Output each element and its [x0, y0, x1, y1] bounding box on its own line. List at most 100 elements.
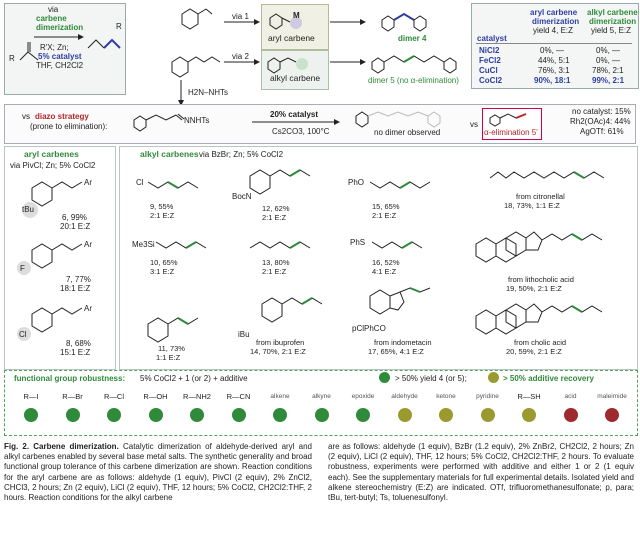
functional-group-9: aldehyde — [386, 388, 424, 422]
compound-substituent: iBu — [238, 330, 250, 339]
caption-left: Fig. 2. Carbene dimerization. Catalytic … — [4, 442, 312, 503]
elim-result-2: Rh2(OAc)4: 44% — [570, 117, 631, 126]
status-dot — [148, 408, 163, 422]
aryl-panel — [4, 146, 116, 370]
functional-group-label: R—SH — [517, 392, 541, 401]
compound-label: 12, 62% — [262, 204, 290, 213]
diazo-strategy-label: diazo strategy — [35, 112, 89, 121]
aryl-item-ez: 18:1 E:Z — [60, 284, 91, 293]
catalyst-table — [471, 3, 639, 89]
carbene-text: carbene — [36, 14, 67, 23]
functional-group-label: aldehyde — [391, 393, 418, 400]
dimer-product — [87, 38, 121, 49]
dimer5-structure — [371, 55, 457, 74]
status-dot — [480, 408, 495, 422]
table-col-alkyl-3: yield 5, E:Z — [591, 26, 632, 35]
compound-substituent: Cl — [136, 178, 144, 187]
hydrazine-label: H2N–NHTs — [188, 88, 229, 97]
functional-group-label: ketone — [436, 393, 456, 400]
diazo-conditions: Cs2CO3, 100°C — [272, 127, 330, 136]
robustness-box — [4, 370, 638, 436]
aryl-item-structure — [17, 243, 83, 275]
functional-group-label: acid — [564, 393, 577, 400]
compound-ez: 4:1 E:Z — [372, 267, 397, 276]
compound-label: 9, 55% — [150, 202, 174, 211]
functional-group-label: R—CN — [226, 392, 251, 401]
diazo-sub: (prone to elimination): — [30, 122, 108, 131]
compound-label: 10, 65% — [150, 258, 178, 267]
aryl-item-yield: 8, 68% — [66, 339, 91, 348]
aryl-item-structure — [22, 181, 83, 218]
carbene-arrows — [330, 19, 366, 65]
vs2-label: vs — [470, 120, 478, 129]
no-dimer-label: no dimer observed — [374, 128, 441, 137]
caption-right: are as follows: aldehyde (1 equiv), BzBr… — [328, 442, 634, 503]
functional-group-10: ketone — [427, 388, 465, 422]
compound-substituent: PhS — [350, 238, 366, 247]
table-row-alkyl: 0%, — — [596, 56, 621, 65]
functional-group-7: alkyne — [303, 388, 341, 422]
status-dot — [439, 408, 453, 422]
benzaldehyde — [181, 8, 213, 30]
aryl-item-structure — [17, 307, 83, 341]
functional-group-11: pyridine — [469, 388, 507, 422]
steroid-structure — [475, 231, 603, 263]
legend-green-dot — [379, 372, 390, 383]
compound-structure — [147, 317, 199, 343]
caption-right-text: are as follows: aldehyde (1 equiv), BzBr… — [328, 442, 634, 503]
functional-group-label: maleimide — [597, 393, 627, 400]
functional-group-4: R—NH2 — [178, 388, 216, 422]
compound-substituent: Me3Si — [132, 240, 155, 249]
alkyl-panel-title: alkyl carbenes — [140, 149, 199, 159]
nnhts-label: NNHTs — [184, 116, 210, 125]
compound-substituent: BocN — [232, 192, 252, 201]
status-dot — [107, 408, 121, 422]
compound-structure — [369, 181, 431, 189]
functional-group-label: R—OH — [143, 392, 168, 401]
functional-group-5: R—CN — [220, 388, 258, 422]
via1-label: via 1 — [232, 12, 249, 21]
compound-from: from cholic acid — [514, 338, 567, 347]
functional-group-label: R—Cl — [104, 392, 124, 401]
status-dot — [605, 408, 619, 422]
aryl-carbene-label: aryl carbene — [268, 33, 315, 43]
compound-label: 17, 65%, 4:1 E:Z — [368, 347, 424, 356]
r-label: R — [9, 54, 15, 63]
compound-structure — [155, 241, 207, 249]
hydrocinnamaldehyde — [171, 56, 221, 78]
compound-label: 14, 70%, 2:1 E:Z — [250, 347, 306, 356]
no-dimer-structure — [355, 111, 441, 128]
functional-group-2: R—Cl — [95, 388, 133, 422]
legend-olive: > 50% additive recovery — [503, 374, 594, 383]
robustness-title: functional group robustness: — [14, 374, 126, 383]
table-col-alkyl-1: alkyl carbene — [587, 8, 638, 17]
compound-ez: 2:1 E:Z — [372, 211, 397, 220]
left-arrow — [34, 34, 84, 40]
table-col-aryl-3: yield 4, E:Z — [533, 26, 574, 35]
hydrazine-arrow — [178, 80, 184, 106]
table-row-cat: CoCl2 — [479, 76, 503, 85]
status-dot — [24, 408, 38, 422]
ar-label: Ar — [84, 240, 92, 249]
table-row-alkyl: 99%, 2:1 — [592, 76, 625, 85]
compound-ez: 2:1 E:Z — [262, 213, 287, 222]
alkyl-carbene-box — [261, 50, 329, 90]
legend-olive-dot — [488, 372, 499, 383]
robustness-conditions: 5% CoCl2 + 1 (or 2) + additive — [140, 374, 248, 383]
status-dot — [190, 408, 204, 422]
status-dot — [314, 408, 329, 422]
status-dot — [273, 408, 287, 422]
functional-group-13: acid — [552, 388, 590, 422]
aryl-substituent: F — [20, 264, 25, 273]
compound-from: from ibuprofen — [256, 338, 305, 347]
rx-zn: R'X; Zn; — [40, 43, 69, 52]
compound-structure — [249, 169, 311, 195]
dimer4-label: dimer 4 — [398, 34, 427, 43]
functional-group-label: R—NH2 — [183, 392, 211, 401]
compound-label: 13, 80% — [262, 258, 290, 267]
status-dot — [231, 408, 246, 422]
via-arrows — [224, 19, 260, 65]
compound-from: from lithocholic acid — [508, 275, 574, 284]
compound-structure — [261, 297, 323, 323]
functional-group-label: pyridine — [476, 393, 499, 400]
